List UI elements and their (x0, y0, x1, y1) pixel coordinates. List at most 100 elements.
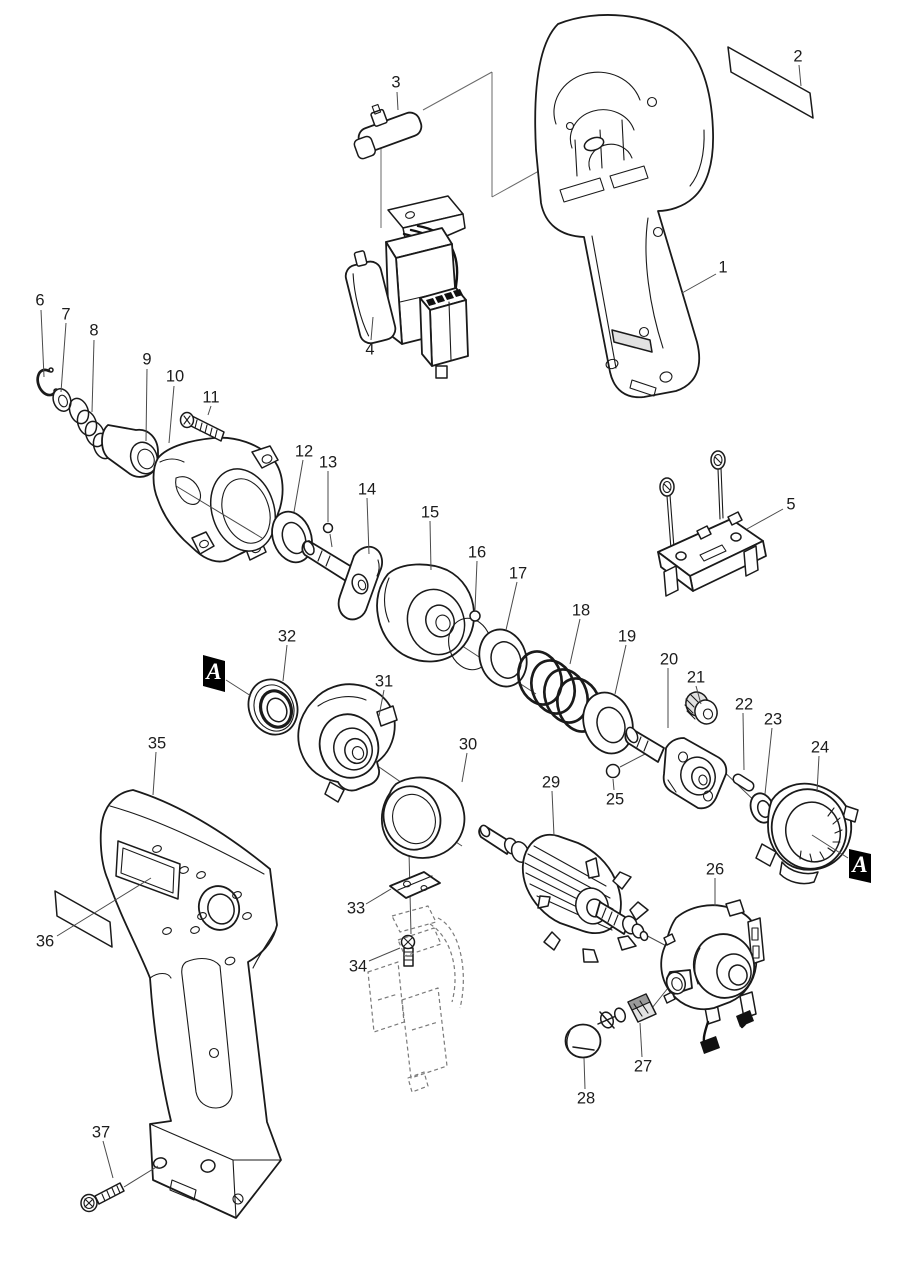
part-label-10: 10 (166, 368, 184, 386)
part-label-4: 4 (365, 341, 374, 359)
view-marker-letter-1: A (204, 659, 221, 684)
part-1-housing-right-half (534, 14, 714, 399)
leader-line-24 (816, 755, 820, 793)
part-label-7: 7 (61, 306, 70, 324)
leader-line-34 (368, 947, 401, 962)
view-marker-box-2 (849, 849, 871, 883)
leader-line-21 (695, 685, 702, 705)
leader-line-32 (282, 644, 288, 682)
part-label-35: 35 (148, 735, 166, 753)
part-label-30: 30 (459, 736, 477, 754)
leader-line-17 (505, 581, 518, 631)
part-2-caution-label (727, 46, 814, 119)
leader-line-22 (742, 712, 745, 771)
part-25-steel-ball (605, 763, 621, 779)
part-26-rear-cover (660, 899, 765, 1054)
leader-line-33 (365, 888, 392, 905)
leader-line-35 (152, 751, 157, 796)
part-label-16: 16 (468, 544, 486, 562)
part-17-washer (478, 628, 528, 688)
part-label-20: 20 (660, 651, 678, 669)
part-label-21: 21 (687, 669, 705, 687)
part-29-armature (478, 824, 649, 963)
leader-line-7 (60, 322, 67, 393)
leader-line-6 (40, 309, 45, 378)
part-label-19: 19 (618, 628, 636, 646)
part-3-trigger-button (353, 103, 423, 160)
leader-line-12 (293, 459, 304, 513)
part-31-bearing-retainer (297, 683, 398, 803)
part-label-18: 18 (572, 602, 590, 620)
view-marker-letter-2: A (850, 852, 867, 877)
leader-line-5 (746, 508, 784, 530)
part-label-5: 5 (786, 496, 795, 514)
part-label-36: 36 (36, 933, 54, 951)
view-marker-leader-2 (811, 834, 849, 859)
view-marker-box-1 (203, 655, 225, 692)
part-labels-layer: 1234567891011121314151617181920212223242… (35, 48, 871, 1179)
part-label-31: 31 (375, 673, 393, 691)
leader-line-31 (378, 689, 385, 717)
leader-line-10 (168, 385, 175, 444)
part-label-27: 27 (634, 1058, 652, 1076)
leader-line-4 (370, 316, 374, 341)
part-7-flat-washer (52, 388, 72, 412)
part-label-34: 34 (349, 958, 367, 976)
leader-line-37 (102, 1140, 114, 1179)
part-35-housing-left-half (99, 789, 282, 1219)
part-13-steel-ball (322, 522, 334, 534)
part-36-name-plate (54, 890, 113, 948)
leader-line-1 (681, 273, 717, 294)
part-label-28: 28 (577, 1090, 595, 1108)
part-label-11: 11 (202, 389, 219, 407)
part-37-screw (80, 1165, 159, 1213)
part-label-15: 15 (421, 504, 439, 522)
part-label-37: 37 (92, 1124, 110, 1142)
part-9-sleeve (101, 424, 159, 478)
part-24-ring-gear (755, 782, 859, 885)
part-label-33: 33 (347, 900, 365, 918)
part-28-brush-cap (564, 1023, 602, 1059)
leader-line-25 (612, 778, 615, 791)
leader-line-11 (207, 405, 212, 416)
part-33-plate (389, 871, 441, 899)
part-4-switch-assembly (344, 195, 469, 379)
part-label-25: 25 (606, 791, 624, 809)
part-34-screw (400, 934, 416, 967)
leader-line-16 (474, 560, 478, 611)
view-marker-leader-1 (225, 679, 252, 697)
part-5-terminal-plate (657, 450, 767, 597)
part-30-yoke (380, 776, 466, 859)
part-label-26: 26 (706, 861, 724, 879)
leader-line-14 (366, 497, 370, 555)
part-32-ball-bearing (247, 678, 299, 736)
part-label-1: 1 (718, 259, 727, 277)
part-21-pinion-gear (684, 691, 718, 725)
part-14-anvil (301, 540, 383, 621)
leader-line-2 (798, 64, 802, 87)
part-label-14: 14 (358, 481, 376, 499)
part-19-washer (582, 691, 634, 755)
leader-line-28 (583, 1057, 586, 1090)
part-label-6: 6 (35, 292, 44, 310)
leader-line-3 (396, 91, 399, 111)
part-label-8: 8 (89, 322, 98, 340)
part-label-29: 29 (542, 774, 560, 792)
part-label-12: 12 (295, 443, 313, 461)
part-label-24: 24 (811, 739, 829, 757)
leader-line-19 (614, 644, 627, 695)
leader-line-36 (56, 877, 152, 937)
leader-line-9 (145, 368, 148, 442)
leader-line-27 (639, 1022, 643, 1058)
part-label-2: 2 (793, 48, 802, 66)
part-label-23: 23 (764, 711, 782, 729)
leader-line-15 (429, 520, 432, 571)
part-10-hammer-case (152, 436, 284, 563)
part-15-hammer (376, 563, 475, 663)
leader-line-8 (91, 339, 95, 413)
leader-line-29 (551, 790, 555, 837)
part-label-17: 17 (509, 565, 527, 583)
part-label-3: 3 (391, 74, 400, 92)
